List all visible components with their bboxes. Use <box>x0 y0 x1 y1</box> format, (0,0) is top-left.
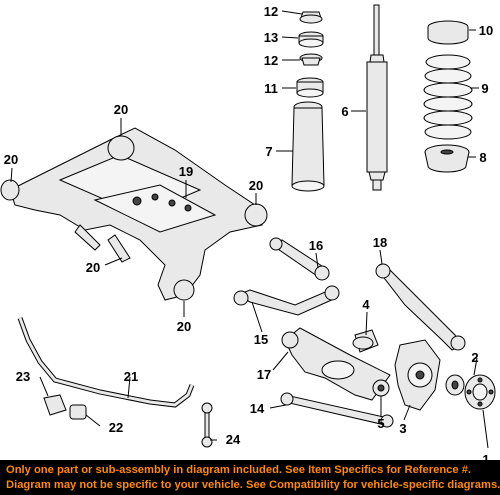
parts-diagram: 1 2 3 4 5 6 7 8 9 10 11 12 13 12 14 15 1… <box>0 4 496 460</box>
upper-link-arm-part <box>269 237 330 281</box>
callout-6: 6 <box>341 104 348 119</box>
callout-8: 8 <box>479 150 486 165</box>
lower-spring-seat-part <box>424 144 470 173</box>
stabilizer-bar-part <box>17 317 195 408</box>
callout-16: 16 <box>309 238 323 253</box>
mount-bushing-part <box>298 31 324 48</box>
callout-24: 24 <box>226 432 241 447</box>
arm-bushing-part <box>352 329 379 353</box>
callout-2: 2 <box>471 350 478 365</box>
bump-stop-cap-part <box>296 77 324 98</box>
callout-23: 23 <box>16 369 30 384</box>
dust-boot-part <box>291 101 325 192</box>
callout-5: 5 <box>377 416 384 431</box>
steering-knuckle-part <box>394 339 441 411</box>
wheel-bearing-part <box>445 374 465 396</box>
callout-18: 18 <box>373 235 387 250</box>
callout-20-bottom: 20 <box>177 319 191 334</box>
callout-7: 7 <box>265 144 272 159</box>
leader-lines <box>10 10 489 449</box>
callout-11: 11 <box>264 81 278 96</box>
subframe-part <box>0 127 268 301</box>
callout-14: 14 <box>250 401 265 416</box>
trailing-arm-part <box>375 263 466 351</box>
lower-control-arm-part <box>281 327 391 401</box>
knuckle-bushing-part <box>372 379 390 397</box>
upper-mount-nut-part <box>299 11 323 24</box>
callout-22: 22 <box>109 420 123 435</box>
callouts: 1 2 3 4 5 6 7 8 9 10 11 12 13 12 14 15 1… <box>4 4 493 460</box>
disclaimer-line-1: Only one part or sub-assembly in diagram… <box>6 464 472 476</box>
callout-3: 3 <box>399 421 406 436</box>
shock-absorber-part <box>366 4 388 191</box>
callout-20-left: 20 <box>4 152 18 167</box>
coil-spring-part <box>423 54 473 140</box>
callout-12-top: 12 <box>264 4 278 19</box>
callout-20-lower-left: 20 <box>86 260 100 275</box>
callout-13: 13 <box>264 30 278 45</box>
callout-10: 10 <box>479 23 493 38</box>
callout-19: 19 <box>179 164 193 179</box>
stabilizer-bushing-part <box>69 404 87 420</box>
disclaimer-line-2: Diagram may not be specific to your vehi… <box>6 479 500 491</box>
callout-15: 15 <box>254 332 268 347</box>
disclaimer-footer: Only one part or sub-assembly in diagram… <box>0 460 500 495</box>
stabilizer-bracket-part <box>43 394 67 416</box>
callout-4: 4 <box>362 297 370 312</box>
stabilizer-link-part <box>201 402 213 448</box>
callout-1: 1 <box>482 452 489 460</box>
callout-12-lower: 12 <box>264 53 278 68</box>
callout-20-right: 20 <box>249 178 263 193</box>
upper-spring-seat-part <box>427 20 469 45</box>
toe-link-part <box>280 392 394 428</box>
camber-arm-part <box>233 285 340 316</box>
callout-20-top: 20 <box>114 102 128 117</box>
callout-9: 9 <box>481 81 488 96</box>
callout-21: 21 <box>124 369 138 384</box>
upper-mount-washer-part <box>299 53 323 66</box>
wheel-hub-part <box>464 374 496 410</box>
callout-17: 17 <box>257 367 271 382</box>
